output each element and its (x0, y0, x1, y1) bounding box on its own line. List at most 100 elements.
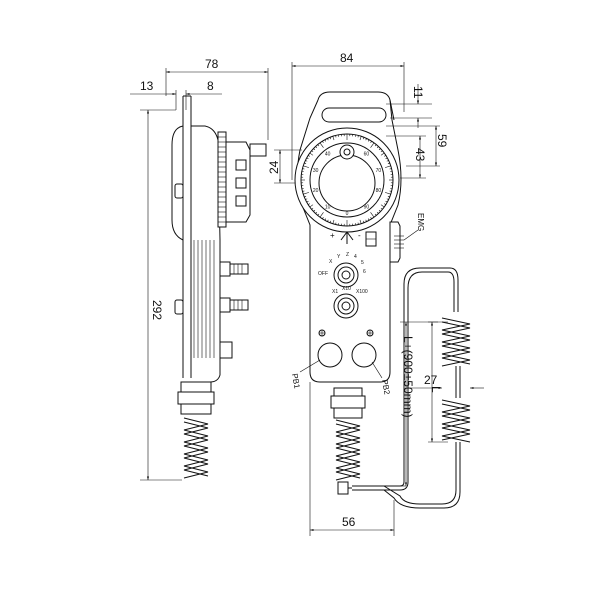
pb2-button[interactable] (351, 342, 377, 368)
graduation-tick (370, 140, 372, 144)
dim-24: 24 (267, 160, 281, 174)
graduation-tick (335, 135, 337, 138)
side-grip-bump (174, 299, 184, 315)
front-handwheel-hub (318, 154, 376, 212)
side-view (171, 95, 267, 479)
graduation-tick (378, 209, 381, 212)
pointer-mark (340, 231, 354, 244)
axis-6-label: 6 (363, 269, 366, 275)
dim-59: 59 (435, 134, 449, 148)
dial-number: 0 (346, 211, 349, 217)
side-handwheel-knob (249, 143, 267, 157)
graduation-tick (327, 219, 329, 222)
side-cable-gland (180, 381, 212, 393)
graduation-tick (311, 207, 314, 210)
plus-label: + (330, 231, 335, 240)
dim-11: 11 (411, 86, 425, 99)
front-handwheel-knob (339, 144, 355, 160)
graduation-tick (384, 165, 391, 168)
axis-4-label: 4 (354, 254, 357, 260)
graduation-tick (307, 203, 311, 205)
emg-switch[interactable] (389, 221, 401, 263)
graduation-tick (329, 220, 332, 223)
graduation-tick (332, 219, 335, 224)
dim-13: 13 (140, 79, 154, 93)
graduation-tick (357, 135, 359, 138)
side-back-plate (182, 95, 192, 378)
front-view: 0102030405060708090 + - OFF X Y Z 4 5 6 … (290, 91, 471, 509)
graduation-tick (389, 190, 392, 192)
graduation-tick (380, 152, 385, 156)
graduation-tick (317, 213, 320, 216)
side-rotary-switch-2 (219, 297, 249, 313)
graduation-tick (374, 144, 377, 147)
dim-L: L (429, 386, 443, 393)
graduation-tick (315, 146, 318, 149)
dim-8: 8 (207, 79, 214, 93)
graduation-tick (384, 192, 391, 195)
dial-number: 10 (325, 205, 331, 211)
graduation-tick (304, 195, 307, 198)
cable-route (399, 267, 459, 491)
graduation-tick (305, 198, 308, 200)
graduation-tick (383, 155, 387, 157)
graduation-tick (357, 222, 359, 225)
graduation-tick (304, 162, 307, 165)
cable-return (383, 442, 461, 509)
graduation-tick (380, 207, 383, 210)
axis-y-label: Y (337, 254, 341, 260)
front-top-handle (317, 91, 395, 121)
axis-z-label: Z (346, 252, 349, 258)
graduation-tick (367, 218, 370, 221)
pb1-label: PB1 (290, 373, 302, 390)
graduation-tick (303, 192, 310, 195)
graduation-tick (359, 136, 362, 141)
scale-select-switch[interactable] (333, 293, 359, 319)
graduation-tick (327, 138, 329, 141)
graduation-tick (303, 165, 310, 168)
graduation-tick (359, 219, 362, 224)
graduation-tick (322, 216, 324, 220)
graduation-tick (389, 168, 392, 170)
graduation-tick (324, 139, 327, 142)
graduation-tick (386, 160, 389, 162)
graduation-tick (313, 209, 316, 212)
axis-off-label: OFF (318, 271, 328, 277)
axis-select-switch[interactable] (333, 262, 359, 288)
dim-cable-length: L+(900±50mm) (401, 336, 415, 418)
graduation-tick (370, 216, 372, 220)
front-handle-slot (321, 107, 387, 123)
graduation-tick (317, 144, 320, 147)
graduation-tick (376, 211, 379, 214)
dim-43: 43 (413, 148, 427, 162)
graduation-tick (313, 148, 316, 151)
graduation-tick (367, 139, 370, 142)
graduation-tick (319, 212, 324, 218)
graduation-tick (365, 138, 367, 141)
graduation-tick (370, 212, 375, 218)
graduation-tick (306, 157, 309, 160)
graduation-tick (378, 148, 381, 151)
side-rotary-switch-1 (219, 261, 249, 277)
dial-number: 20 (313, 188, 319, 194)
graduation-tick (370, 142, 375, 148)
graduation-tick (322, 140, 324, 144)
graduation-tick (319, 142, 324, 148)
dim-56: 56 (342, 515, 356, 529)
graduation-tick (365, 219, 367, 222)
side-grip-bump (174, 183, 184, 199)
side-upper-grip (171, 125, 184, 241)
graduation-tick (383, 203, 387, 205)
pb1-button[interactable] (317, 342, 343, 368)
dim-292: 292 (150, 300, 164, 320)
side-ribs (193, 240, 215, 358)
graduation-tick (307, 155, 311, 157)
side-button-bump (219, 341, 233, 359)
side-handwheel-edge (217, 131, 227, 228)
dim-78: 78 (205, 57, 219, 71)
graduation-tick (329, 137, 332, 140)
scale-x100-label: X100 (356, 289, 368, 295)
graduation-tick (387, 162, 390, 165)
emg-label: EMG (416, 213, 425, 231)
